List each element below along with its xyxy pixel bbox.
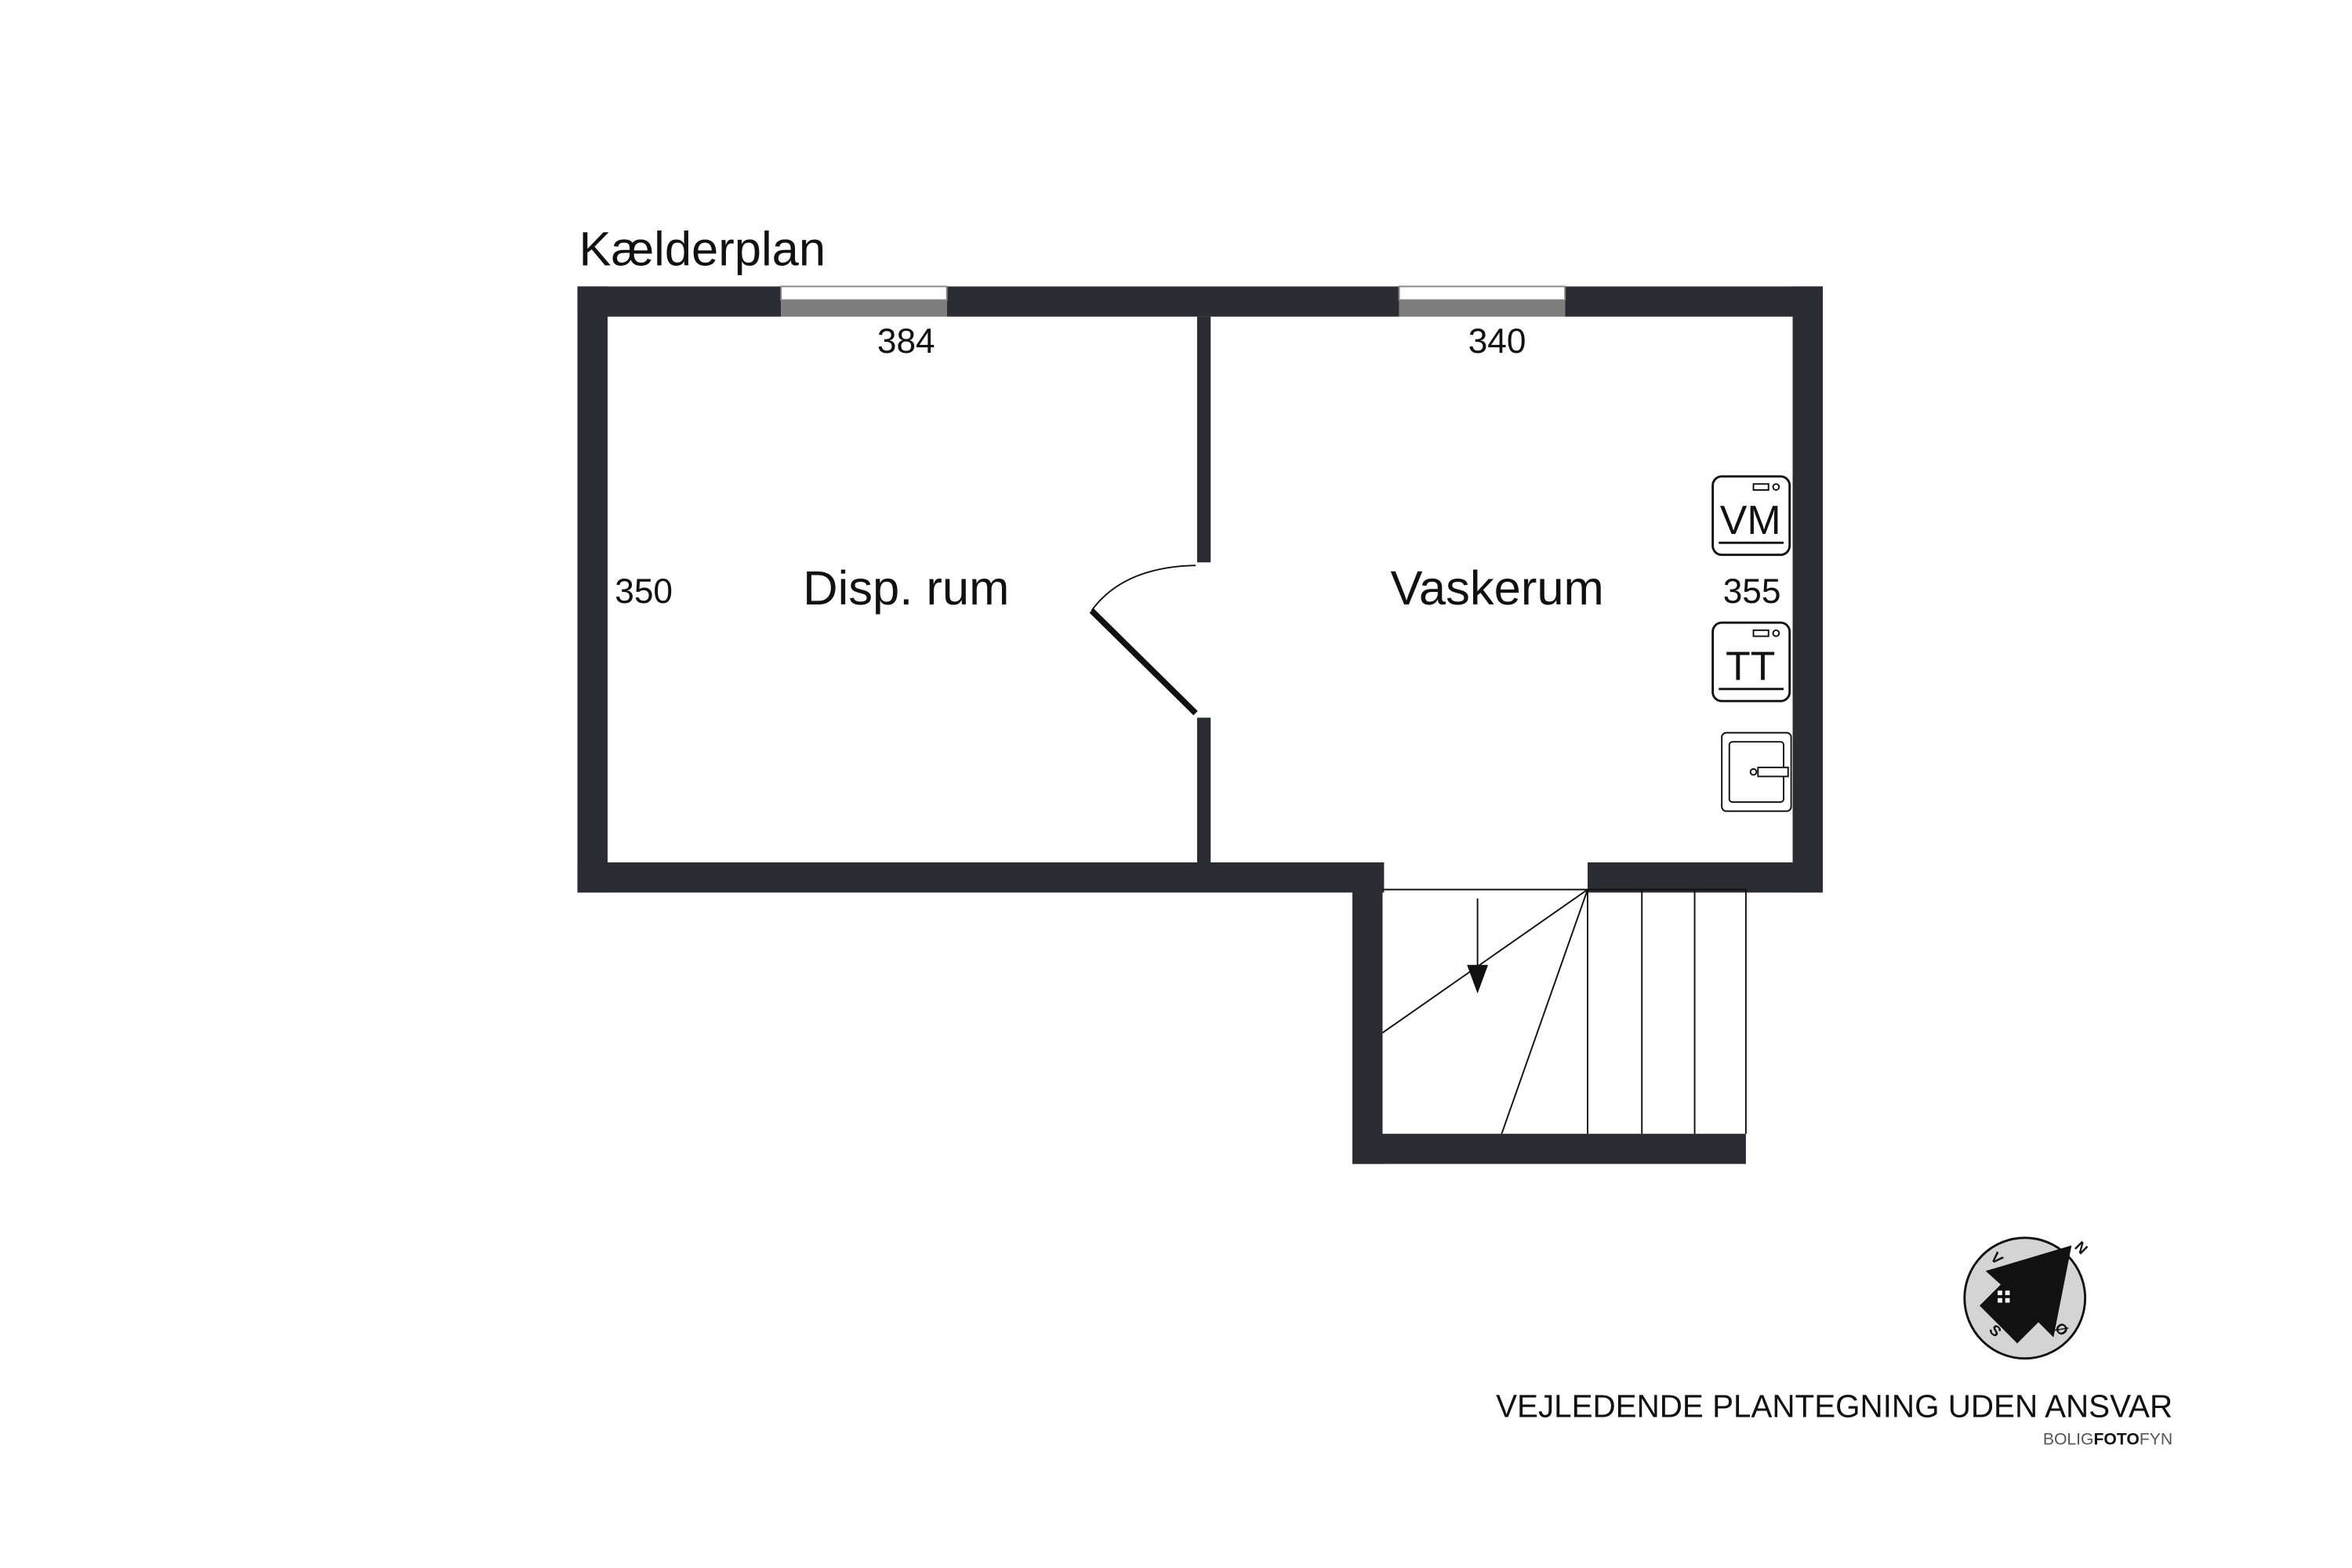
compass-icon: N Ø S V [1963, 1236, 2091, 1360]
sink-icon [1721, 731, 1792, 812]
room-label-vaskerum: Vaskerum [1390, 561, 1603, 615]
wall-left [577, 286, 608, 893]
dryer-label: TT [1726, 644, 1775, 689]
dimension-vask-width: 340 [1468, 322, 1526, 361]
brand-part-2: FOTO [2094, 1430, 2140, 1448]
brand-part-3: FYN [2140, 1430, 2172, 1448]
door-leaf [1089, 608, 1198, 716]
compass-house-arrow [1980, 1245, 2072, 1344]
dimension-vask-height: 355 [1723, 572, 1781, 611]
dimension-disp-width: 384 [877, 322, 935, 361]
wall-right [1792, 286, 1823, 893]
door-swing-arc [1091, 564, 1196, 612]
wall-partition-lower [1196, 717, 1211, 862]
wall-partition-upper [1196, 316, 1211, 563]
plan-title: Kælderplan [579, 222, 826, 276]
dryer-icon: TT [1711, 621, 1791, 702]
door [1089, 564, 1198, 716]
brand-logo: BOLIGFOTOFYN [2043, 1430, 2172, 1448]
wall-bottom-left [577, 862, 1385, 893]
room-label-disp: Disp. rum [803, 561, 1009, 615]
wall-stair-bottom [1352, 1134, 1746, 1164]
brand-part-1: BOLIG [2043, 1430, 2094, 1448]
staircase [1381, 888, 1747, 1134]
wall-bottom-right [1588, 862, 1823, 893]
wall-stair-left [1352, 862, 1383, 1164]
disclaimer-text: VEJLEDENDE PLANTEGNING UDEN ANSVAR [1496, 1388, 2172, 1425]
wall-top [577, 286, 1823, 317]
stair-arrow-head [1467, 964, 1489, 994]
walls [577, 286, 1823, 1164]
compass-north: N [2071, 1239, 2091, 1258]
window-right [1398, 285, 1566, 317]
dimension-disp-height: 350 [615, 572, 673, 611]
washing-machine-icon: VM [1711, 475, 1791, 557]
washing-machine-label: VM [1720, 498, 1781, 543]
window-left [780, 285, 948, 317]
